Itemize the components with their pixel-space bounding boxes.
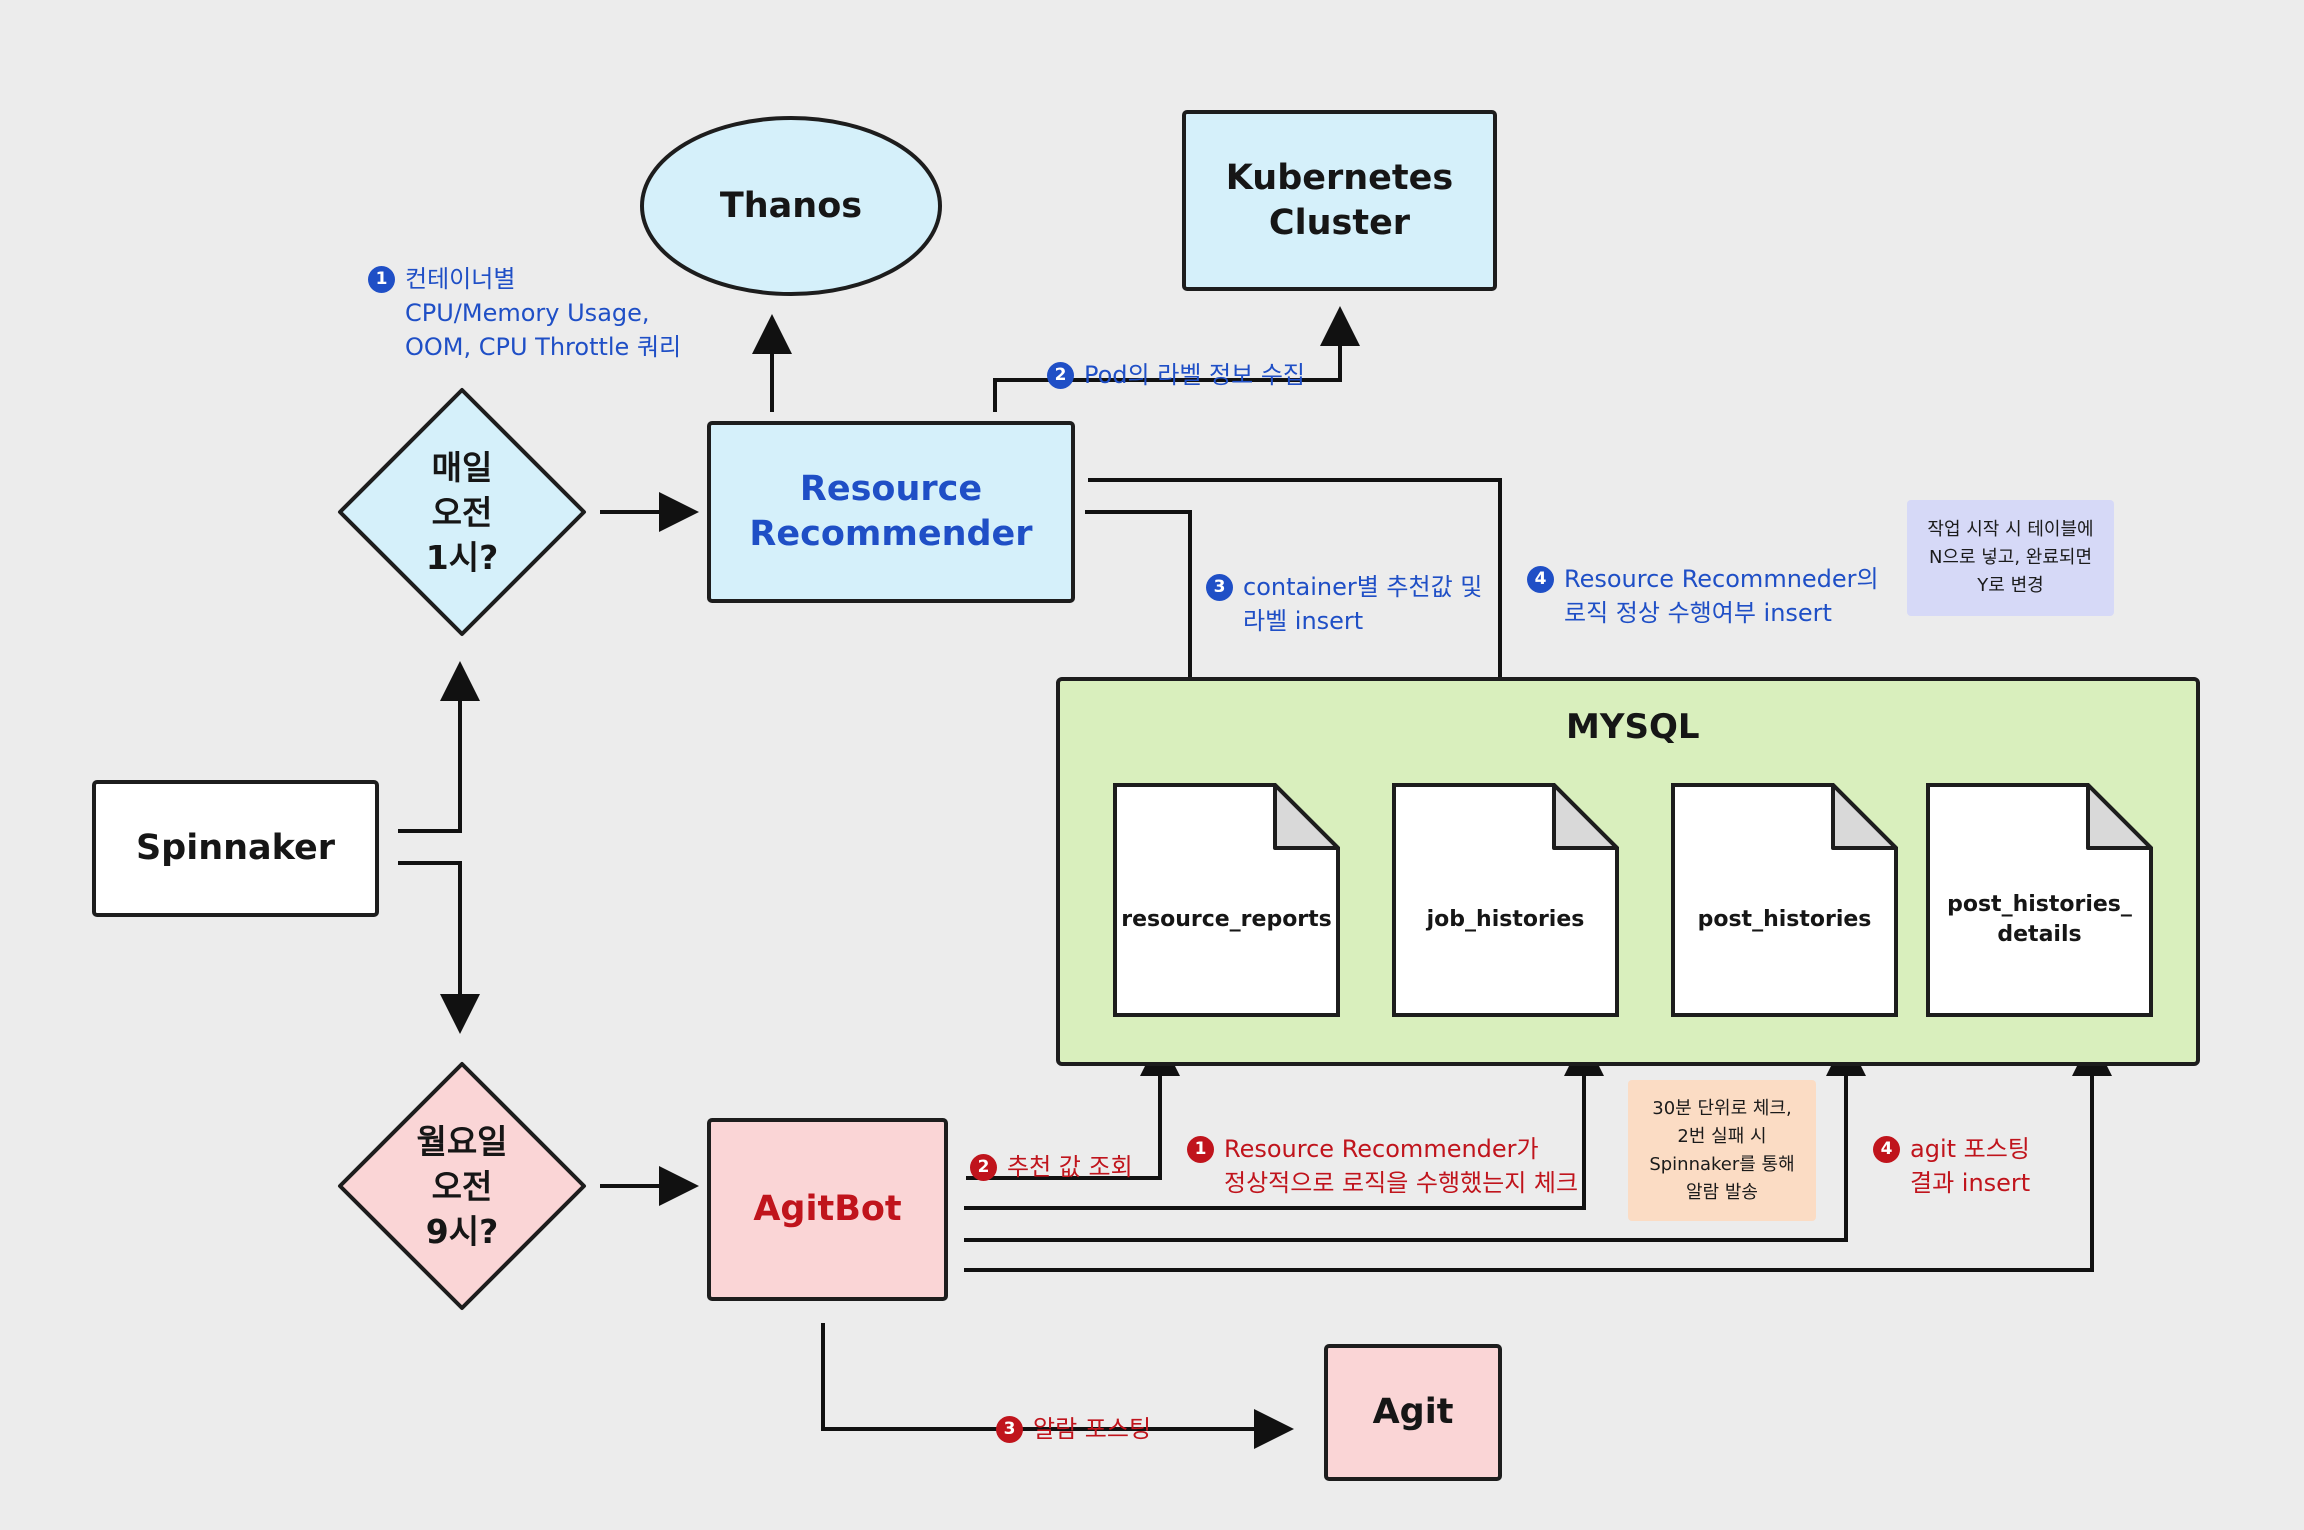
arrow-agitbot-to-post-histories (964, 1036, 1866, 1242)
mysql-title: MYSQL (1566, 707, 1700, 747)
arrow-agitbot-to-job-histories (964, 1036, 1604, 1210)
step-badge: 3 (1206, 574, 1233, 601)
arrow-rr-to-k8s (993, 306, 1360, 412)
annotation-text: container별 추천값 및 라벨 insert (1243, 573, 1483, 635)
step-badge: 4 (1873, 1136, 1900, 1163)
annotation-text: 알람 포스팅 (1033, 1415, 1152, 1443)
annotation-red-1: 1 Resource Recommender가 정상적으로 로직을 수행했는지 체… (1187, 1098, 1578, 1200)
daily-trigger-label: 매일 오전 1시? (425, 447, 499, 577)
annotation-red-2: 2 추천 값 조회 (970, 1116, 1133, 1184)
table-label: resource_reports (1121, 907, 1332, 932)
annotation-blue-4: 4 Resource Recommneder의 로직 정상 수행여부 insert (1527, 528, 1879, 630)
annotation-red-3: 3 알람 포스팅 (996, 1378, 1151, 1446)
arrow-spinnaker-to-monday (398, 861, 480, 1034)
step-badge: 2 (970, 1154, 997, 1181)
annotation-text: 컨테이너별 CPU/Memory Usage, OOM, CPU Throttl… (405, 265, 682, 361)
arrow-spinnaker-to-daily (398, 661, 480, 833)
thanos-node: Thanos (642, 118, 940, 294)
spinnaker-node: Spinnaker (92, 780, 379, 917)
annotation-text: agit 포스팅 결과 insert (1910, 1135, 2031, 1197)
daily-trigger-decision: 매일 오전 1시? (334, 384, 590, 640)
arrow-agitbot-to-agit (821, 1323, 1294, 1449)
annotation-text: Pod의 라벨 정보 수집 (1084, 361, 1305, 389)
step-badge: 4 (1527, 566, 1554, 593)
monday-trigger-label: 월요일 오전 9시? (416, 1121, 508, 1251)
arrow-agitbot-to-resource-reports (966, 1036, 1180, 1180)
table-job-histories: job_histories (1392, 783, 1619, 1017)
thanos-ellipse (640, 116, 942, 296)
note-job-status: 작업 시작 시 테이블에 N으로 넣고, 완료되면 Y로 변경 (1907, 500, 2114, 616)
kubernetes-cluster-node: Kubernetes Cluster (1182, 110, 1497, 291)
annotation-blue-1: 1 컨테이너별 CPU/Memory Usage, OOM, CPU Thrott… (368, 228, 681, 364)
step-badge: 1 (1187, 1136, 1214, 1163)
table-label: post_histories (1697, 907, 1872, 932)
resource-recommender-node: Resource Recommender (707, 421, 1075, 603)
annotation-blue-2: 2 Pod의 라벨 정보 수집 (1047, 324, 1305, 392)
table-post-histories: post_histories (1671, 783, 1898, 1017)
agitbot-node: AgitBot (707, 1118, 948, 1301)
annotation-blue-3: 3 container별 추천값 및 라벨 insert (1206, 536, 1482, 638)
table-post-histories-details: post_histories_ details (1926, 783, 2153, 1017)
arrow-rr-to-job-histories (1088, 478, 1520, 756)
table-label: job_histories (1426, 907, 1585, 932)
monday-trigger-decision: 월요일 오전 9시? (334, 1058, 590, 1314)
step-badge: 3 (996, 1416, 1023, 1443)
step-badge: 1 (368, 266, 395, 293)
note-retry-check: 30분 단위로 체크, 2번 실패 시 Spinnaker를 통해 알람 발송 (1628, 1080, 1816, 1221)
table-resource-reports: resource_reports (1113, 783, 1340, 1017)
arrow-agitbot-to-post-histories-details (964, 1036, 2112, 1272)
arrow-rr-to-resource-reports (1085, 510, 1210, 756)
agit-node: Agit (1324, 1344, 1502, 1481)
step-badge: 2 (1047, 362, 1074, 389)
annotation-text: Resource Recommneder의 로직 정상 수행여부 insert (1564, 565, 1879, 627)
thanos-label: Thanos (719, 186, 863, 226)
annotation-text: 추천 값 조회 (1007, 1153, 1133, 1181)
annotation-text: Resource Recommender가 정상적으로 로직을 수행했는지 체크 (1224, 1135, 1579, 1197)
table-label: post_histories_ details (1947, 892, 2132, 947)
annotation-red-4: 4 agit 포스팅 결과 insert (1873, 1098, 2030, 1200)
